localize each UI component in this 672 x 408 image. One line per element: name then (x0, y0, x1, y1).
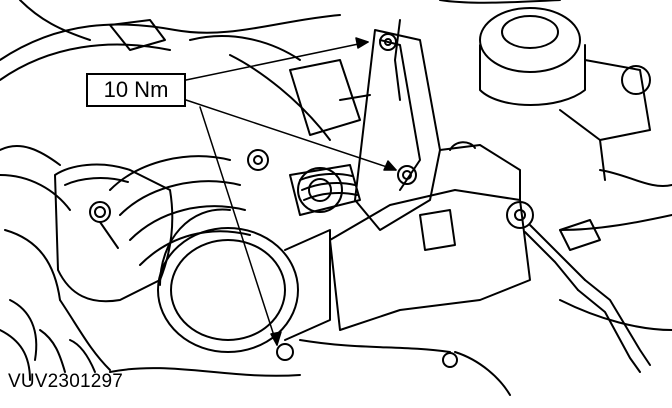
throttle-intake-pipe (110, 156, 330, 352)
throttle-flange (55, 165, 172, 302)
arrow-lower-bolt (200, 107, 277, 345)
arrow-center-bolt (186, 100, 396, 170)
torque-label: 10 Nm (103, 77, 169, 102)
arrow-top-bolt-head (356, 38, 368, 48)
top-valve (480, 8, 650, 180)
arrow-lower-bolt-head (271, 332, 281, 345)
linkage-bracket (277, 30, 530, 367)
engine-background-lines (0, 0, 672, 395)
throttle-spring-drum (248, 150, 360, 215)
arrow-center-bolt-head (384, 161, 396, 170)
throttle-cable (507, 202, 650, 372)
arrow-top-bolt (186, 42, 368, 80)
figure-id: VUV2301297 (8, 371, 124, 392)
callout-arrows (186, 38, 396, 345)
torque-callout: 10 Nm (86, 73, 186, 107)
